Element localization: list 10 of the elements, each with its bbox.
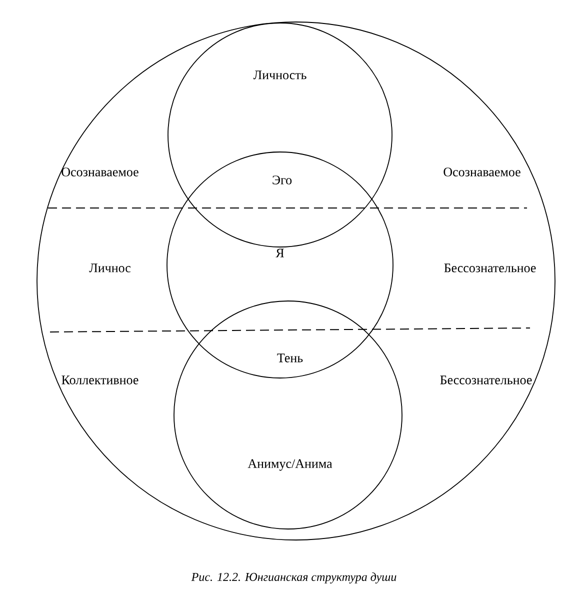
region-label: Тень [277, 354, 303, 362]
region-label: Эго [272, 176, 292, 184]
region-label: Личнос [89, 264, 130, 272]
region-label: Бессознательное [440, 376, 532, 384]
region-label: Осознаваемое [62, 168, 138, 176]
region-label: Коллективное [62, 376, 138, 384]
region-label: Осознаваемое [444, 168, 520, 176]
region-label: Бессознательное [444, 264, 536, 272]
circle [36, 22, 556, 540]
caption: Рис. 12.2. Юнгианская структура души [191, 572, 396, 584]
